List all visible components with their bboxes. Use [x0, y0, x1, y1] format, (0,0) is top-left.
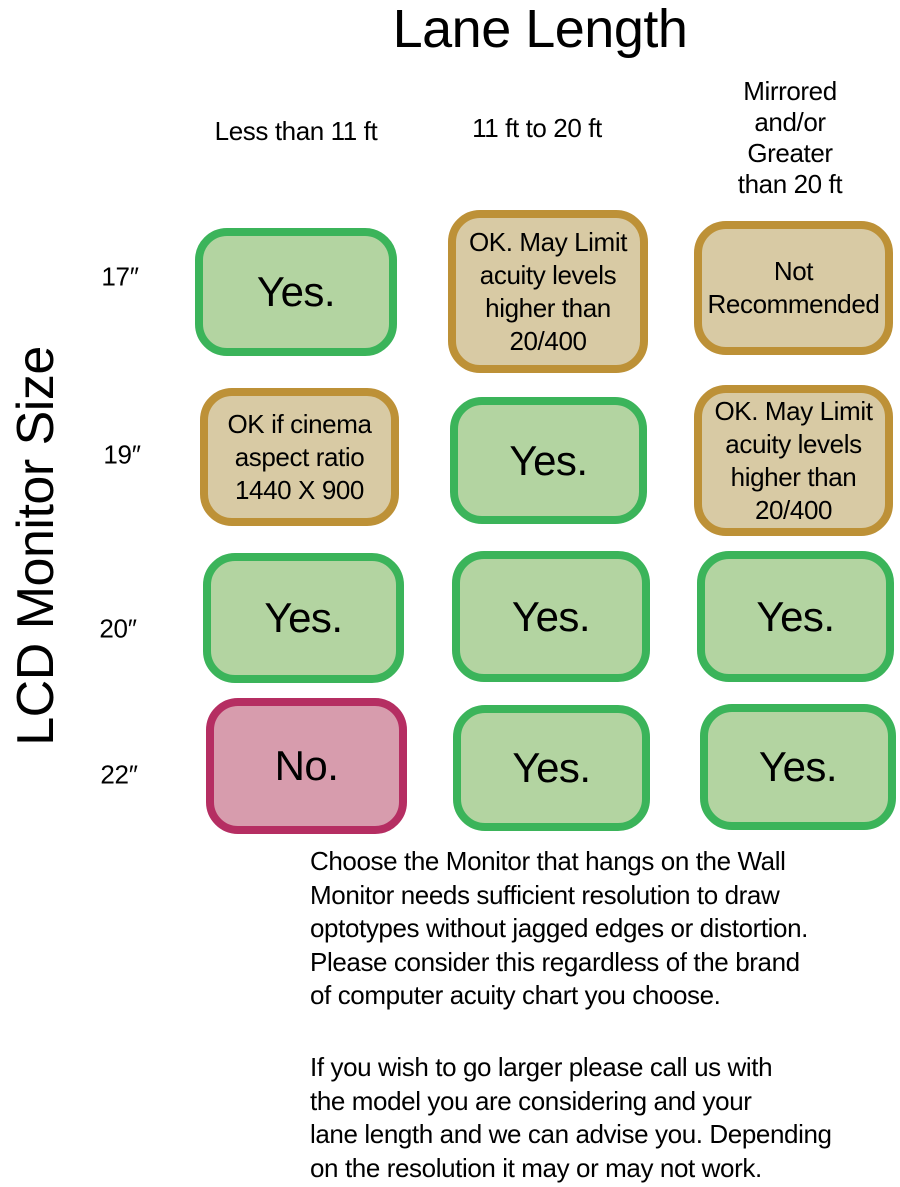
cell-22in-mirrored-gt20ft: Yes. [700, 704, 896, 830]
note-go-larger-advice: If you wish to go larger please call us … [310, 1052, 832, 1183]
page-title: Lane Length [392, 0, 688, 59]
y-axis-label: LCD Monitor Size [7, 346, 65, 746]
cell-17in-11-to-20ft: OK. May Limit acuity levels higher than … [448, 210, 648, 373]
column-header-less-than-11ft: Less than 11 ft [214, 116, 378, 146]
cell-19in-less-than-11ft: OK if cinema aspect ratio 1440 X 900 [200, 388, 399, 526]
cell-19in-11-to-20ft: Yes. [450, 397, 647, 524]
cell-19in-mirrored-gt20ft: OK. May Limit acuity levels higher than … [694, 385, 893, 536]
cell-22in-11-to-20ft: Yes. [453, 705, 650, 831]
row-label-19in: 19″ [103, 439, 141, 470]
cell-20in-11-to-20ft: Yes. [452, 551, 650, 682]
column-header-mirrored-greater-20ft: Mirrored and/or Greater than 20 ft [737, 76, 843, 199]
cell-17in-less-than-11ft: Yes. [195, 228, 397, 356]
cell-17in-mirrored-gt20ft: Not Recommended [694, 221, 893, 355]
row-label-22in: 22″ [100, 759, 138, 790]
column-header-11-to-20ft: 11 ft to 20 ft [472, 113, 602, 143]
cell-22in-less-than-11ft: No. [206, 698, 407, 834]
note-monitor-resolution: Choose the Monitor that hangs on the Wal… [310, 846, 809, 1010]
row-label-17in: 17″ [101, 261, 139, 292]
cell-20in-mirrored-gt20ft: Yes. [697, 551, 894, 682]
row-label-20in: 20″ [99, 613, 137, 644]
cell-20in-less-than-11ft: Yes. [203, 553, 404, 683]
